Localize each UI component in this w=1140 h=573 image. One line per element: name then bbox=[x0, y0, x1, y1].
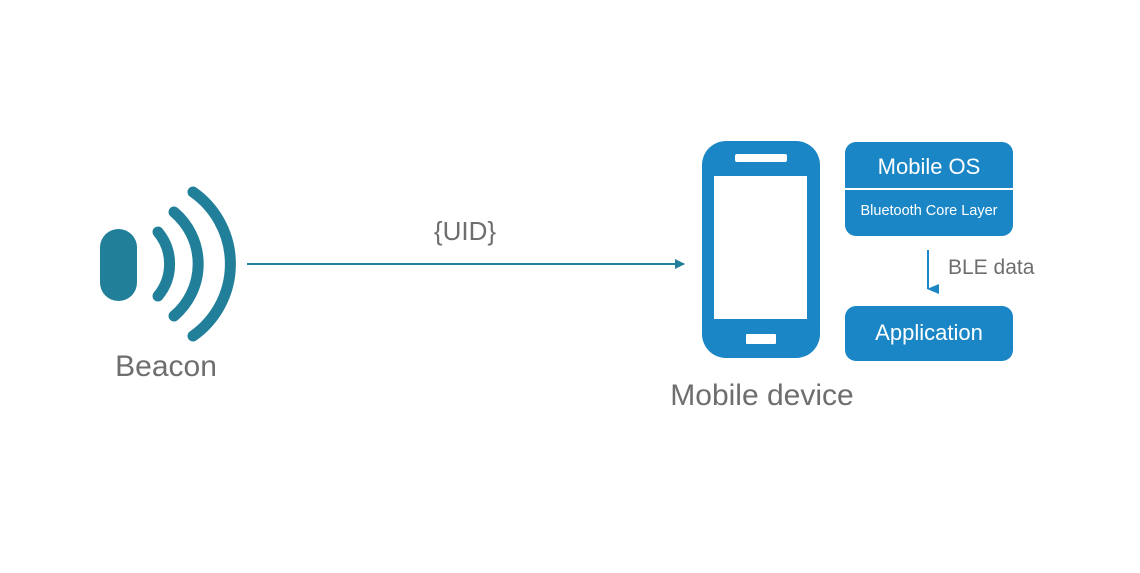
beacon-icon bbox=[100, 186, 236, 342]
beacon-label: Beacon bbox=[115, 350, 217, 383]
mobile-device-label: Mobile device bbox=[670, 379, 854, 412]
beacon-wave-middle bbox=[168, 206, 204, 322]
mobile-os-title: Mobile OS bbox=[877, 154, 981, 179]
mobile-os-box: Mobile OS Bluetooth Core Layer bbox=[845, 142, 1013, 236]
application-box: Application bbox=[845, 306, 1013, 361]
mobile-os-divider bbox=[845, 188, 1013, 190]
bluetooth-core-layer-label: Bluetooth Core Layer bbox=[860, 203, 998, 219]
beacon-wave-outer bbox=[187, 186, 236, 342]
ble-data-label: BLE data bbox=[948, 256, 1035, 279]
beacon-wave-inner bbox=[152, 226, 176, 302]
beacon-body bbox=[100, 229, 137, 301]
phone-screen bbox=[714, 176, 807, 319]
phone-speaker bbox=[735, 154, 787, 162]
application-title: Application bbox=[875, 320, 983, 345]
uid-label: {UID} bbox=[433, 216, 497, 246]
phone-icon bbox=[702, 141, 820, 358]
phone-home-button bbox=[746, 334, 776, 344]
